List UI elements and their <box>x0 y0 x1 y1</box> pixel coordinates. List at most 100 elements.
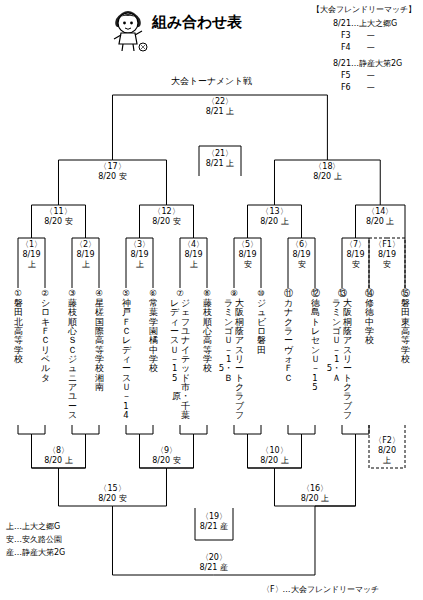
match-number: 〈9〉 <box>152 446 181 456</box>
team-number: ⑪ <box>284 288 293 299</box>
team-number: ⑨ <box>224 288 244 299</box>
match-date-venue: 8/19 安 <box>374 250 401 270</box>
note-label: 【大会フレンドリーマッチ】 <box>312 5 416 15</box>
note-label: 〈F〉…大会フレンドリーマッチ <box>262 585 379 595</box>
match-number: 〈5〉 <box>236 240 260 250</box>
match-number: 〈14〉 <box>366 207 395 217</box>
match-label: 〈21〉8/21 上 <box>206 149 235 169</box>
note-label: F6 — <box>341 83 375 93</box>
team-entry: ⑦ジェフユナイテッド市原・千葉レディースＵ－15 <box>170 288 190 425</box>
match-date-venue: 8/20 安 <box>98 494 127 504</box>
match-label: 〈19〉8/21 産 <box>200 512 229 532</box>
match-number: 〈18〉 <box>313 162 342 172</box>
match-number: 〈19〉 <box>200 512 229 522</box>
match-date-venue: 8/19 上 <box>182 250 206 270</box>
match-number: 〈7〉 <box>344 240 368 250</box>
match-date-venue: 8/20 上 <box>260 217 289 227</box>
match-number: 〈12〉 <box>152 207 181 217</box>
team-name: 神戸ＦＣレディースＵ－14 <box>122 299 131 425</box>
match-label: 〈14〉8/20 上 <box>366 205 395 227</box>
match-label: 〈13〉8/20 上 <box>260 205 289 227</box>
note-label: 産…静産大第2G <box>6 548 65 558</box>
team-name: 大阪桐蔭アスリートクラブフラミンゴＵ－15・Ｂ <box>224 299 244 425</box>
match-date-venue: 8/19 安 <box>344 250 368 270</box>
match-label: 〈11〉8/20 安 <box>44 205 73 227</box>
team-entry: ⑬大阪桐蔭アスリートクラブフラミンゴＵ－15・Ａ <box>332 288 352 425</box>
match-date-venue: 8/19 安 <box>236 250 260 270</box>
match-date-venue: 8/19 上 <box>74 250 98 270</box>
team-name: 徳島トレセンＵ－15 <box>311 299 320 425</box>
match-date-venue: 8/21 産 <box>200 522 229 532</box>
match-number: 〈8〉 <box>44 446 73 456</box>
match-date-venue: 8/20 上 <box>374 446 401 466</box>
match-label: 〈F2〉8/20 上 <box>374 436 401 468</box>
match-date-venue: 8/20 安 <box>44 217 73 227</box>
team-entry: ⑪カナクラーヴォＦＣ <box>284 288 293 425</box>
match-date-venue: 8/20 安 <box>98 172 127 182</box>
team-name: シロキＦＣリベルタ <box>41 299 50 425</box>
match-number: 〈6〉 <box>290 240 314 250</box>
match-date-venue: 8/21 上 <box>206 107 235 117</box>
match-label: 〈16〉8/20 上 <box>301 484 330 506</box>
match-number: 〈10〉 <box>260 446 289 456</box>
team-name: 藤枝順心高等学校 <box>203 299 212 425</box>
team-name: 磐田北高等学校 <box>14 299 23 425</box>
mascot-illustration <box>106 3 150 53</box>
bracket-line <box>199 146 241 176</box>
match-label: 〈18〉8/20 上 <box>313 160 342 182</box>
team-number: ⑮ <box>401 288 410 299</box>
note-label: 上…上大之郷G <box>6 522 60 532</box>
bracket-connector <box>220 95 327 160</box>
match-label: 〈10〉8/20 上 <box>260 446 289 468</box>
match-number: 〈11〉 <box>44 207 73 217</box>
match-label: 〈6〉8/19 安 <box>290 238 314 270</box>
team-number: ⑧ <box>203 288 212 299</box>
team-number: ⑤ <box>122 288 131 299</box>
team-name: カナクラーヴォＦＣ <box>284 299 293 425</box>
note-label: F4 — <box>341 43 375 53</box>
team-number: ② <box>41 288 50 299</box>
note-label: 8/21…上大之郷G <box>333 19 397 29</box>
note-label: 安…安久路公園 <box>6 535 62 545</box>
match-number: 〈1〉 <box>20 240 44 250</box>
team-entry: ⑥常葉学園橘中学校 <box>149 288 158 425</box>
match-label: 〈7〉8/19 安 <box>344 238 368 270</box>
title-text: 組み合わせ表 <box>152 13 242 32</box>
team-entry: ⑧藤枝順心高等学校 <box>203 288 212 425</box>
team-name: 大阪桐蔭アスリートクラブフラミンゴＵ－15・Ａ <box>332 299 352 425</box>
team-name: ジュビロ磐田 <box>257 299 266 425</box>
team-entry: ⑨大阪桐蔭アスリートクラブフラミンゴＵ－15・Ｂ <box>224 288 244 425</box>
match-number: 〈13〉 <box>260 207 289 217</box>
match-date-venue: 8/20 安 <box>152 217 181 227</box>
match-label: 〈17〉8/20 安 <box>98 160 127 182</box>
team-entry: ②シロキＦＣリベルタ <box>41 288 50 425</box>
team-entry: ⑭修徳中学校 <box>365 288 374 425</box>
match-number: 〈17〉 <box>98 162 127 172</box>
match-label: 〈22〉8/21 上 <box>206 95 235 117</box>
team-number: ① <box>14 288 23 299</box>
match-number: 〈21〉 <box>206 149 235 159</box>
match-date-venue: 8/19 安 <box>290 250 314 270</box>
team-entry: ⑩ジュビロ磐田 <box>257 288 266 425</box>
match-number: 〈20〉 <box>199 553 228 563</box>
match-label: 〈4〉8/19 上 <box>182 238 206 270</box>
match-number: 〈F2〉 <box>374 436 401 446</box>
team-entry: ⑤神戸ＦＣレディースＵ－14 <box>122 288 131 425</box>
match-label: 〈8〉8/20 上 <box>44 446 73 468</box>
match-number: 〈15〉 <box>98 484 127 494</box>
match-number: 〈F1〉 <box>374 240 401 250</box>
match-date-venue: 8/20 上 <box>301 494 330 504</box>
team-name: ジェフユナイテッド市原・千葉レディースＵ－15 <box>170 299 190 425</box>
note-label: F5 — <box>341 71 375 81</box>
match-label: 〈F1〉8/19 安 <box>374 238 401 270</box>
match-label: 〈5〉8/19 安 <box>236 238 260 270</box>
match-number: 〈16〉 <box>301 484 330 494</box>
team-entry: ④星槎国際高等学校湘南 <box>95 288 104 425</box>
team-entry: ③藤枝順心ＳＣジュニアユース <box>68 288 77 425</box>
match-number: 〈3〉 <box>128 240 152 250</box>
match-date-venue: 8/20 上 <box>366 217 395 227</box>
team-number: ⑩ <box>257 288 266 299</box>
match-date-venue: 8/19 上 <box>20 250 44 270</box>
team-number: ⑥ <box>149 288 158 299</box>
